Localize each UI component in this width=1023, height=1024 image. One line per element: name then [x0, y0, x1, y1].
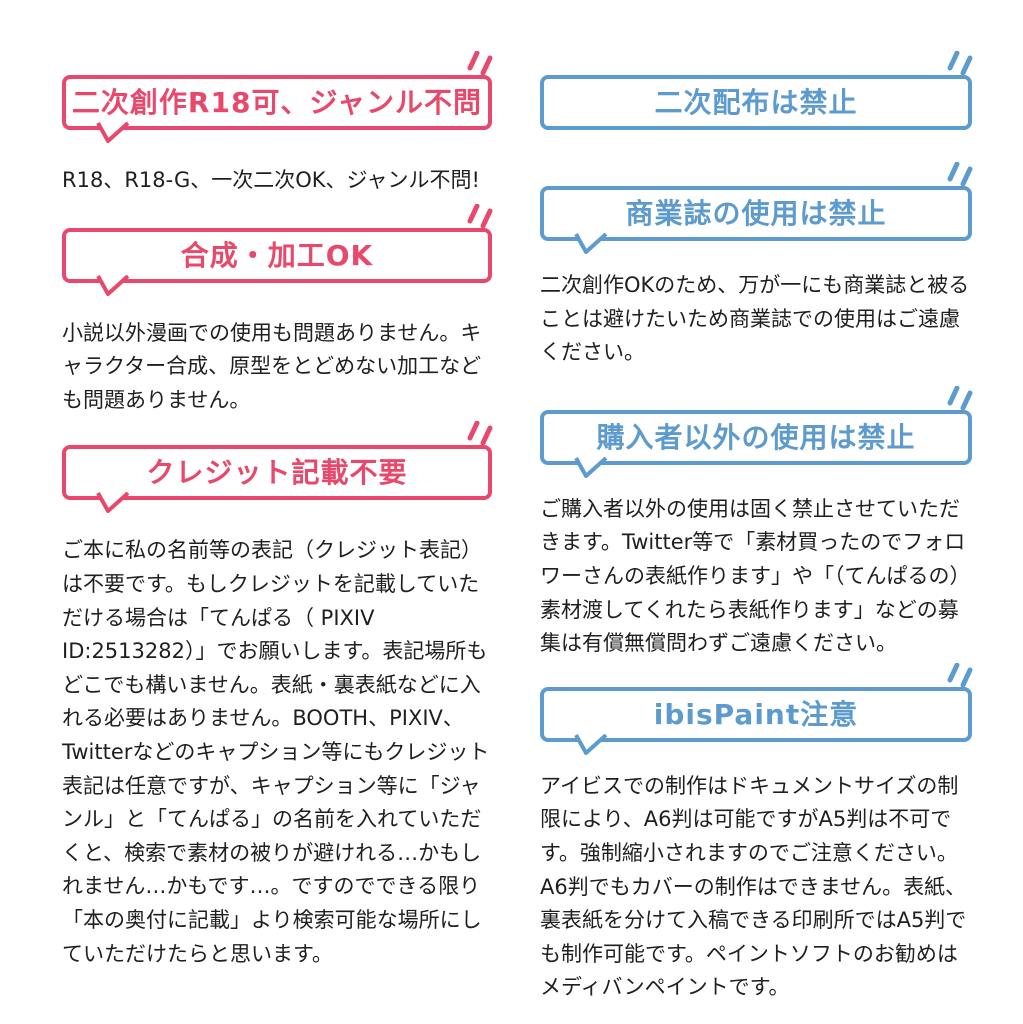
speech-tail-icon [96, 122, 130, 143]
redistribution-rule-box: 二次配布は禁止 [540, 51, 973, 130]
emphasis-marks-icon [467, 51, 493, 76]
commercial-use-rule-title: 商業誌の使用は禁止 [625, 197, 887, 230]
emphasis-marks-icon [467, 203, 493, 229]
redistribution-rule-title: 二次配布は禁止 [654, 86, 858, 119]
composite-edit-rule-section: 合成・加工OK 小説以外漫画での使用も問題ありません。キャラクター合成、原型をと… [62, 203, 493, 418]
credit-rule-body: ご本に私の名前等の表記（クレジット表記）は不要です。もしクレジットを記載していた… [62, 538, 490, 966]
left-column: 二次創作R18可、ジャンル不問 R18、R18-G、一次二次OK、ジャンル不問!… [62, 0, 493, 1024]
r18-rule-body: R18、R18-G、一次二次OK、ジャンル不問! [62, 168, 480, 192]
r18-rule-section: 二次創作R18可、ジャンル不問 R18、R18-G、一次二次OK、ジャンル不問! [62, 51, 493, 198]
speech-tail-icon [574, 456, 608, 478]
right-column: 二次配布は禁止 商業誌の使用は禁止 二次創作OKのため、万が一にも商業誌と被るこ… [540, 0, 973, 1024]
emphasis-marks-icon [947, 51, 973, 76]
emphasis-marks-icon [947, 385, 973, 411]
ibispaint-note-box: ibisPaint注意 [540, 662, 973, 755]
non-purchaser-rule-section: 購入者以外の使用は禁止 ご購入者以外の使用は固く禁止させていただきます。Twit… [540, 385, 973, 661]
speech-tail-icon [96, 274, 130, 296]
commercial-use-rule-section: 商業誌の使用は禁止 二次創作OKのため、万が一にも商業誌と被ることは避けたいため… [540, 162, 973, 370]
ibispaint-note-section: ibisPaint注意 アイビスでの制作はドキュメントサイズの制限により、A6判… [540, 662, 973, 1005]
emphasis-marks-icon [947, 162, 973, 187]
composite-edit-rule-title: 合成・加工OK [180, 238, 374, 272]
non-purchaser-rule-title: 購入者以外の使用は禁止 [596, 420, 916, 454]
credit-rule-section: クレジット記載不要 ご本に私の名前等の表記（クレジット表記）は不要です。もしクレ… [62, 421, 493, 971]
non-purchaser-rule-box: 購入者以外の使用は禁止 [540, 385, 973, 478]
r18-rule-title: 二次創作R18可、ジャンル不問 [71, 86, 483, 119]
emphasis-marks-icon [947, 662, 973, 688]
r18-rule-box: 二次創作R18可、ジャンル不問 [62, 51, 493, 143]
commercial-use-rule-body: 二次創作OKのため、万が一にも商業誌と被ることは避けたいため商業誌での使用はご遠… [540, 273, 970, 365]
composite-edit-rule-box: 合成・加工OK [62, 203, 493, 296]
redistribution-rule-section: 二次配布は禁止 [540, 51, 973, 130]
non-purchaser-rule-body: ご購入者以外の使用は固く禁止させていただきます。Twitter等で「素材買ったの… [540, 496, 971, 656]
credit-rule-box: クレジット記載不要 [62, 421, 493, 514]
speech-tail-icon [574, 733, 608, 755]
ibispaint-note-body: アイビスでの制作はドキュメントサイズの制限により、A6判は可能ですがA5判は不可… [540, 773, 967, 1000]
emphasis-marks-icon [467, 421, 493, 446]
speech-tail-icon [574, 233, 608, 254]
ibispaint-note-title: ibisPaint注意 [653, 697, 859, 731]
speech-tail-icon [96, 492, 130, 514]
credit-rule-title: クレジット記載不要 [146, 456, 408, 490]
commercial-use-rule-box: 商業誌の使用は禁止 [540, 162, 973, 254]
composite-edit-rule-body: 小説以外漫画での使用も問題ありません。キャラクター合成、原型をとどめない加工など… [62, 320, 482, 412]
